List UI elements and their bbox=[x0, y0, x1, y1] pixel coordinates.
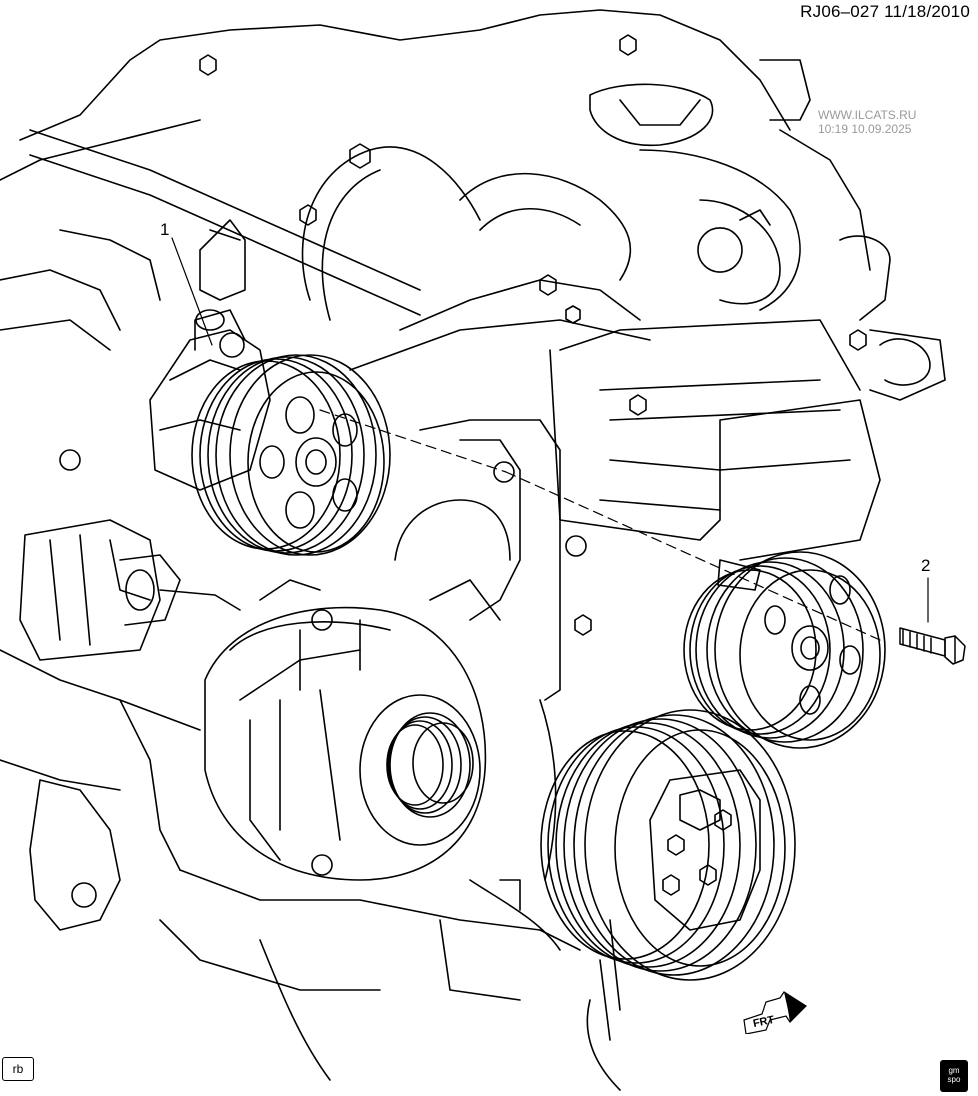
starter-motor bbox=[0, 519, 241, 931]
idler-pulley bbox=[683, 551, 886, 749]
crankshaft-balancer bbox=[540, 709, 796, 1041]
watermark: WWW.ILCATS.RU 10:19 10.09.2025 bbox=[818, 108, 916, 136]
fastener-details bbox=[59, 34, 867, 908]
upper-engine-outline bbox=[0, 9, 946, 561]
lower-block bbox=[159, 869, 621, 1091]
front-direction-arrow bbox=[743, 991, 807, 1034]
power-steering-pulley bbox=[191, 354, 391, 556]
rb-badge: rb bbox=[2, 1057, 34, 1081]
pulley-bolt bbox=[899, 627, 966, 665]
front-cover bbox=[394, 419, 561, 951]
callout-2[interactable]: 2 bbox=[921, 556, 931, 575]
watermark-line-1: WWW.ILCATS.RU bbox=[818, 108, 917, 122]
diagram-reference-code: RJ06–027 11/18/2010 bbox=[800, 2, 970, 21]
leader-lines bbox=[171, 237, 929, 641]
watermark-line-2: 10:19 10.09.2025 bbox=[818, 122, 912, 136]
gm-logo-line-2: spo bbox=[947, 1075, 961, 1084]
gm-spo-logo: gm spo bbox=[940, 1060, 968, 1092]
power-steering-pump-body bbox=[149, 219, 271, 491]
gm-logo-line-1: gm bbox=[948, 1066, 960, 1075]
generator bbox=[204, 579, 487, 881]
callout-1[interactable]: 1 bbox=[160, 220, 170, 239]
